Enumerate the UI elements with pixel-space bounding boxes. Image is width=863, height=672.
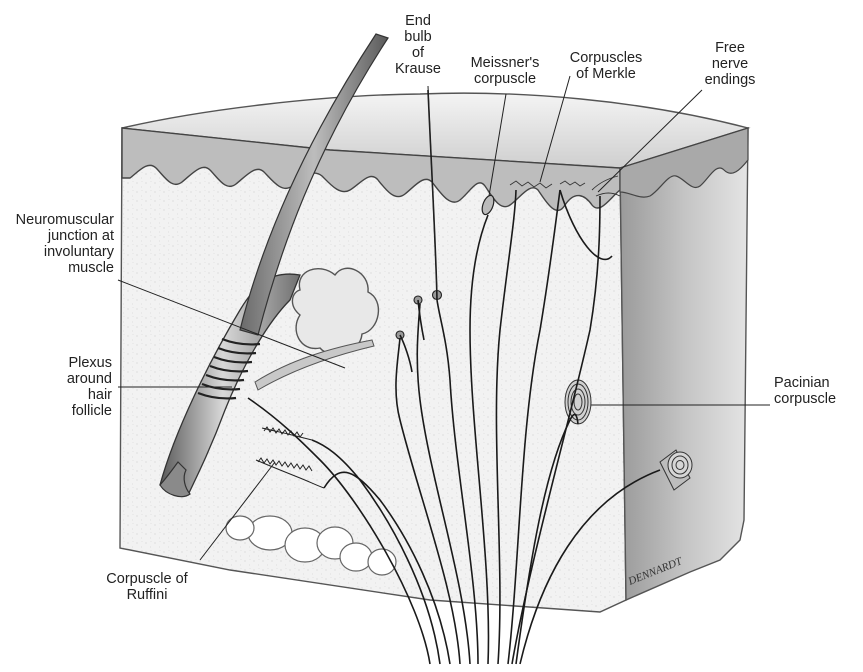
label-merkle: Corpuscles of Merkle bbox=[569, 50, 643, 82]
label-plexus: Plexus around hair follicle bbox=[66, 355, 112, 419]
fat-cells bbox=[225, 515, 397, 576]
nerve-fibers bbox=[247, 89, 661, 665]
skin-top-surface bbox=[121, 92, 751, 169]
hair-shaft bbox=[239, 33, 389, 336]
skin-side-face bbox=[619, 127, 749, 602]
label-free-nerve: Free nerve endings bbox=[704, 40, 756, 88]
ruffini-endings bbox=[255, 426, 325, 489]
epidermis-band bbox=[121, 127, 621, 212]
plexus-rings bbox=[197, 337, 261, 400]
side-epidermis bbox=[619, 127, 749, 198]
pacinian-section-icon bbox=[659, 449, 693, 491]
label-meissner: Meissner's corpuscle bbox=[470, 55, 540, 87]
leader-lines bbox=[117, 75, 770, 561]
label-ruffini: Corpuscle of Ruffini bbox=[106, 571, 188, 603]
hair-follicle bbox=[159, 273, 301, 496]
meissner-corpuscle-icon bbox=[481, 194, 495, 216]
merkel-free-endings bbox=[509, 175, 621, 197]
sebaceous-gland bbox=[291, 267, 380, 356]
label-end-bulb: End bulb of Krause bbox=[395, 13, 441, 77]
label-pacinian: Pacinian corpuscle bbox=[774, 375, 837, 407]
arrector-muscle bbox=[254, 339, 375, 391]
label-neuromuscular: Neuromuscular junction at involuntary mu… bbox=[15, 212, 114, 276]
hair-bulb bbox=[159, 461, 191, 498]
